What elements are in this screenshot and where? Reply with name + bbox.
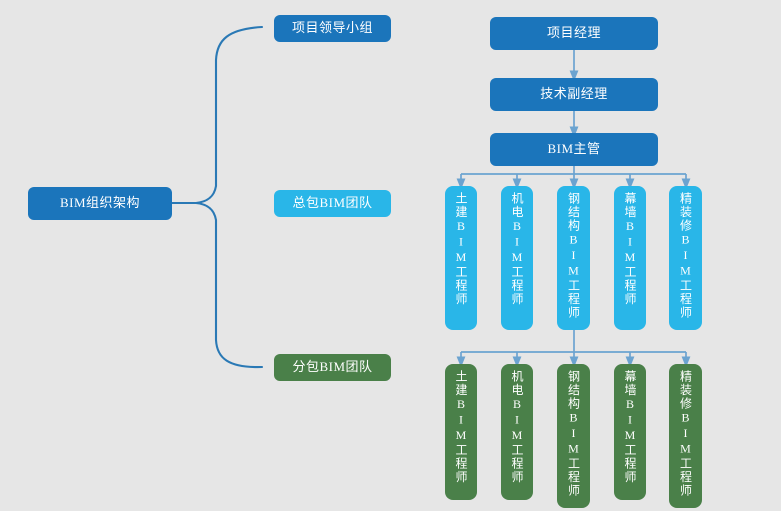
gc-member-civil-label: 土建BIM工程师 bbox=[454, 192, 468, 306]
cyan-bus bbox=[456, 166, 691, 190]
gc-member-curtain-wall-label: 幕墙BIM工程师 bbox=[623, 192, 637, 306]
gc-member-steel-structure-label: 钢结构BIM工程师 bbox=[566, 192, 581, 320]
gc-member-interior-finishing[interactable]: 精装修BIM工程师 bbox=[669, 186, 702, 330]
sub-member-curtain-wall[interactable]: 幕墙BIM工程师 bbox=[614, 364, 646, 500]
sub-member-steel-structure[interactable]: 钢结构BIM工程师 bbox=[557, 364, 590, 508]
sub-member-civil-label: 土建BIM工程师 bbox=[454, 370, 468, 484]
sub-member-interior-finishing-label: 精装修BIM工程师 bbox=[678, 370, 693, 498]
gc-member-interior-finishing-label: 精装修BIM工程师 bbox=[678, 192, 693, 320]
gc-member-mep[interactable]: 机电BIM工程师 bbox=[501, 186, 533, 330]
sub-member-steel-structure-label: 钢结构BIM工程师 bbox=[566, 370, 581, 498]
chain-node-deputy-manager[interactable]: 技术副经理 bbox=[490, 78, 658, 111]
chain-node-bim-director[interactable]: BIM主管 bbox=[490, 133, 658, 166]
gc-member-steel-structure[interactable]: 钢结构BIM工程师 bbox=[557, 186, 590, 330]
sub-member-curtain-wall-label: 幕墙BIM工程师 bbox=[623, 370, 637, 484]
branch-node-subcontractor[interactable]: 分包BIM团队 bbox=[274, 354, 391, 381]
green-bus bbox=[456, 330, 691, 368]
gc-member-curtain-wall[interactable]: 幕墙BIM工程师 bbox=[614, 186, 646, 330]
sub-member-interior-finishing[interactable]: 精装修BIM工程师 bbox=[669, 364, 702, 508]
gc-member-mep-label: 机电BIM工程师 bbox=[510, 192, 524, 306]
sub-member-mep-label: 机电BIM工程师 bbox=[510, 370, 524, 484]
sub-member-mep[interactable]: 机电BIM工程师 bbox=[501, 364, 533, 500]
branch-node-general-contractor[interactable]: 总包BIM团队 bbox=[274, 190, 391, 217]
chain-node-project-manager[interactable]: 项目经理 bbox=[490, 17, 658, 50]
sub-member-civil[interactable]: 土建BIM工程师 bbox=[445, 364, 477, 500]
gc-member-civil[interactable]: 土建BIM工程师 bbox=[445, 186, 477, 330]
brace-connector bbox=[194, 25, 264, 369]
branch-node-leadership[interactable]: 项目领导小组 bbox=[274, 15, 391, 42]
root-node[interactable]: BIM组织架构 bbox=[28, 187, 172, 220]
